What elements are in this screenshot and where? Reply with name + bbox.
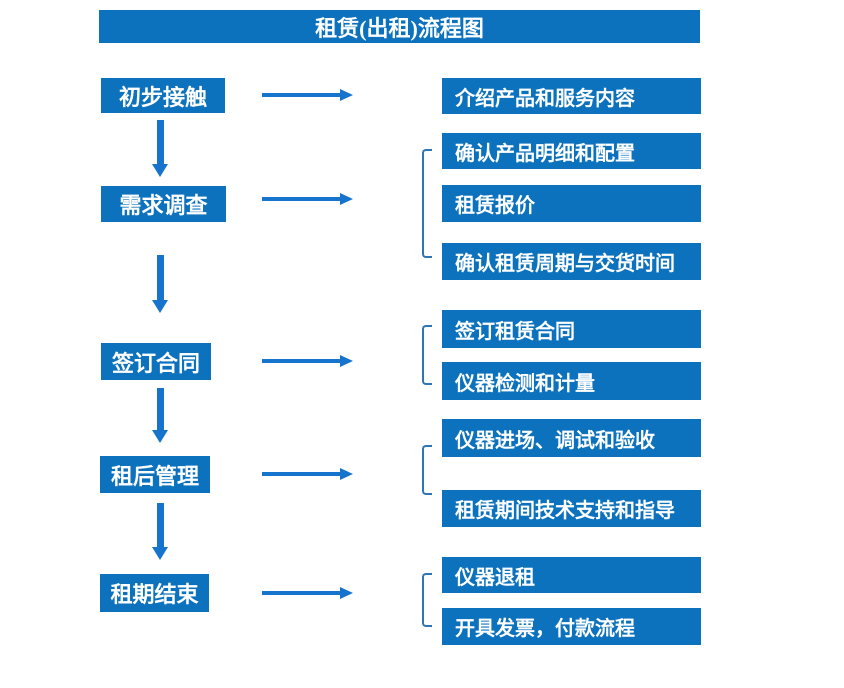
arrow-right-3-head <box>340 355 353 367</box>
diagram-title: 租赁(出租)流程图 <box>99 10 700 43</box>
arrow-down-3-stem <box>157 388 164 431</box>
arrow-down-2-head <box>152 300 168 313</box>
arrow-down-3-head <box>152 430 168 443</box>
arrow-right-1 <box>262 89 353 101</box>
arrow-down-4-stem <box>157 503 164 548</box>
group-bracket-4 <box>422 445 432 495</box>
output-box-instrument-return: 仪器退租 <box>442 557 701 593</box>
output-box-introduce-products: 介绍产品和服务内容 <box>442 78 701 114</box>
output-box-sign-rental-contract: 签订租赁合同 <box>442 310 701 348</box>
arrow-down-1-head <box>152 164 168 177</box>
arrow-right-2-stem <box>262 197 341 201</box>
arrow-down-1 <box>152 120 169 177</box>
arrow-right-4-stem <box>262 472 341 476</box>
arrow-right-1-head <box>340 89 353 101</box>
stage-box-rental-end: 租期结束 <box>100 574 209 612</box>
arrow-right-2-head <box>340 193 353 205</box>
group-bracket-3 <box>422 325 432 385</box>
output-box-instrument-testing: 仪器检测和计量 <box>442 362 701 400</box>
arrow-down-1-stem <box>157 120 164 165</box>
arrow-down-3 <box>152 388 169 443</box>
group-bracket-2 <box>422 149 432 258</box>
stage-box-initial-contact: 初步接触 <box>101 78 225 113</box>
arrow-right-4-head <box>340 468 353 480</box>
arrow-right-4 <box>262 468 353 480</box>
output-box-technical-support: 租赁期间技术支持和指导 <box>442 490 701 527</box>
arrow-right-3-stem <box>262 359 341 363</box>
output-box-invoice-payment: 开具发票，付款流程 <box>442 608 701 645</box>
output-box-instrument-setup-acceptance: 仪器进场、调试和验收 <box>442 419 701 457</box>
arrow-down-2-stem <box>157 255 164 301</box>
arrow-right-3 <box>262 355 353 367</box>
group-bracket-5 <box>422 573 432 627</box>
output-box-confirm-product-details: 确认产品明细和配置 <box>442 133 701 169</box>
arrow-down-2 <box>152 255 169 313</box>
arrow-right-5-stem <box>262 591 341 595</box>
stage-box-sign-contract: 签订合同 <box>101 343 211 380</box>
arrow-down-4-head <box>152 547 168 560</box>
arrow-right-5 <box>262 587 353 599</box>
output-box-rental-quotation: 租赁报价 <box>442 185 701 222</box>
output-box-confirm-period-delivery: 确认租赁周期与交货时间 <box>442 243 701 280</box>
arrow-right-5-head <box>340 587 353 599</box>
arrow-right-1-stem <box>262 93 341 97</box>
arrow-down-4 <box>152 503 169 560</box>
stage-box-post-rental-management: 租后管理 <box>100 456 210 493</box>
stage-box-demand-survey: 需求调查 <box>101 186 226 222</box>
arrow-right-2 <box>262 193 353 205</box>
